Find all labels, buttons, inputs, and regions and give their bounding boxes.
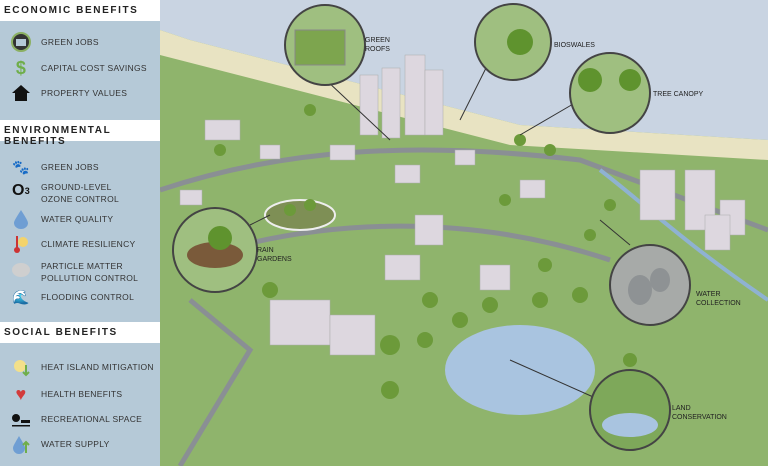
legend-item: 🌊FLOODING CONTROL xyxy=(10,287,160,307)
park-bench-icon xyxy=(10,409,32,429)
legend-item: ♥HEALTH BENEFITS xyxy=(10,384,160,404)
legend-item: $CAPITAL COST SAVINGS xyxy=(10,58,160,78)
paw-icon: 🐾 xyxy=(12,158,30,175)
house-icon xyxy=(10,83,32,103)
water-drop-check-icon xyxy=(10,209,32,229)
legend-item: CLIMATE RESILIENCY xyxy=(10,234,160,254)
legend-item: WATER QUALITY xyxy=(10,209,160,229)
section-header-economic: ECONOMIC BENEFITS xyxy=(0,0,160,21)
legend-item: WATER SUPPLY xyxy=(10,434,160,454)
road xyxy=(177,298,254,466)
svg-text:CONSERVATION: CONSERVATION xyxy=(672,414,727,421)
dollar-icon: $ xyxy=(15,57,27,78)
svg-text:RAIN: RAIN xyxy=(257,247,274,254)
flood-icon: 🌊 xyxy=(12,288,30,305)
legend-item: PROPERTY VALUES xyxy=(10,83,160,103)
rain-garden-bed xyxy=(264,199,336,231)
section-header-social: SOCIAL BENEFITS xyxy=(0,322,160,343)
beach xyxy=(160,30,768,160)
svg-text:LAND: LAND xyxy=(672,405,691,412)
road xyxy=(160,147,768,233)
water-drop-up-icon xyxy=(10,434,32,454)
section-header-environmental: ENVIRONMENTAL BENEFITS xyxy=(0,120,160,147)
callout-land-conservation: LAND CONSERVATION xyxy=(589,369,727,451)
pond xyxy=(445,325,595,415)
callout-tree-canopy: TREE CANOPY xyxy=(569,52,704,134)
stream xyxy=(598,168,768,302)
legend-item: PARTICLE MATTER POLLUTION CONTROL xyxy=(10,260,160,284)
benefits-legend: ECONOMIC BENEFITS GREEN JOBS $CAPITAL CO… xyxy=(0,0,160,466)
thermometer-sun-icon xyxy=(10,234,32,254)
svg-text:BIOSWALES: BIOSWALES xyxy=(554,42,595,49)
callout-rain-gardens: RAIN GARDENS xyxy=(172,207,292,293)
trees xyxy=(214,104,637,399)
svg-text:GARDENS: GARDENS xyxy=(257,256,292,263)
sun-down-arrow-icon xyxy=(10,357,32,377)
legend-item: 🐾GREEN JOBS xyxy=(10,157,160,177)
callout-water-collection: WATER COLLECTION xyxy=(609,244,741,326)
svg-text:COLLECTION: COLLECTION xyxy=(696,300,741,307)
svg-text:WATER: WATER xyxy=(696,291,721,298)
svg-text:ROOFS: ROOFS xyxy=(365,46,390,53)
svg-text:GREEN: GREEN xyxy=(365,37,390,44)
buildings xyxy=(179,54,746,356)
legend-item: HEAT ISLAND MITIGATION xyxy=(10,357,160,377)
callout-green-roofs: GREEN ROOFS xyxy=(284,4,390,86)
legend-item: GREEN JOBS xyxy=(10,32,160,52)
legend-item: RECREATIONAL SPACE xyxy=(10,409,160,429)
briefcase-icon xyxy=(10,32,32,52)
heart-plus-icon: ♥ xyxy=(15,383,27,404)
svg-text:TREE CANOPY: TREE CANOPY xyxy=(653,91,704,98)
green-infrastructure-city-illustration: GREEN ROOFS BIOSWALES TREE CANOPY RAIN GAR… xyxy=(160,0,768,466)
particles-icon xyxy=(10,260,32,280)
callout-bioswales: BIOSWALES xyxy=(474,3,595,81)
